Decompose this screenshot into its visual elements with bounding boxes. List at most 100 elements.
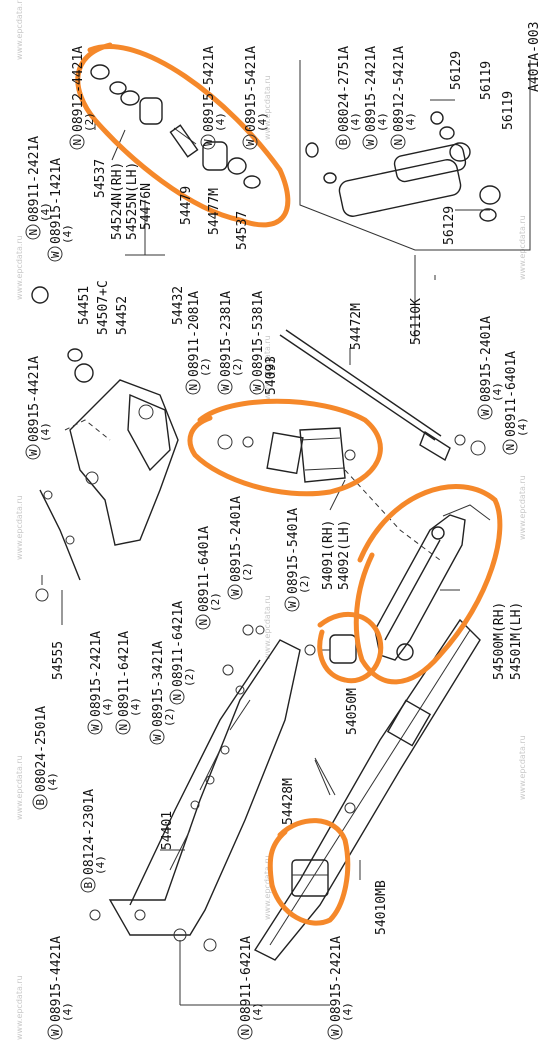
callout-qty: (4) xyxy=(129,697,142,717)
callout-marker: W xyxy=(89,724,102,731)
callout: B 08124-2301A (4) xyxy=(80,789,107,893)
callout: N 08911-6401A (2) xyxy=(195,526,222,630)
callout-code: 08912-4421A xyxy=(71,46,86,132)
watermark: www.epcdata.ru xyxy=(15,755,24,820)
highlight-loops xyxy=(75,42,503,926)
callout-code: 08024-2501A xyxy=(34,706,49,792)
callout-qty: (4) xyxy=(341,1002,354,1022)
callout-marker: W xyxy=(251,384,264,391)
callout: W 08915-3421A (2) xyxy=(149,641,176,745)
highlight-trailing-arm xyxy=(353,484,503,685)
part-number-labels: 54537 54524N(RH) 54525N(LH) 54476N 54479… xyxy=(51,51,524,935)
watermark: www.epcdata.ru xyxy=(263,595,272,660)
callout-qty: (4) xyxy=(516,417,529,437)
callout-qty: (4) xyxy=(61,224,74,244)
bushing-54050m xyxy=(304,634,357,664)
callout-code: 08911-6421A xyxy=(117,631,132,717)
callout-marker: N xyxy=(171,694,184,701)
callout: W 08915-5421A (4) xyxy=(242,46,269,150)
part-label: 56129 xyxy=(449,51,464,90)
callout-code: 08915-2401A xyxy=(479,316,494,402)
callout-code: 08915-5421A xyxy=(244,46,259,132)
callout: W 08915-5381A (2) xyxy=(249,291,276,395)
part-label: 54451 xyxy=(77,286,92,325)
page-code: A401A-003 xyxy=(527,22,542,92)
leader-lines xyxy=(61,99,490,1006)
watermark: www.epcdata.ru xyxy=(15,975,24,1040)
callout-marker: W xyxy=(49,1029,62,1036)
callout-marker: N xyxy=(197,619,210,626)
part-label: 54537 xyxy=(235,211,250,250)
callout-code: 08915-3421A xyxy=(151,641,166,727)
callout-marker: W xyxy=(329,1029,342,1036)
callout: N 08911-6421A (4) xyxy=(115,631,142,735)
callout: W 08915-2421A (4) xyxy=(87,631,114,735)
callout: W 08915-2401A (2) xyxy=(227,496,254,600)
callout-qty: (2) xyxy=(209,592,222,612)
callout-qty: (2) xyxy=(183,667,196,687)
callout-marker: W xyxy=(364,139,377,146)
watermark: www.epcdata.ru xyxy=(15,0,24,60)
callout-qty: (4) xyxy=(349,112,362,132)
callout-code: 08915-2381A xyxy=(219,291,234,377)
callout-code: 08915-2401A xyxy=(229,496,244,582)
part-label: 54010MB xyxy=(374,880,389,935)
callout: N 08912-4421A (2) xyxy=(69,46,96,150)
watermark: www.epcdata.ru xyxy=(263,75,272,140)
callout-marker: W xyxy=(219,384,232,391)
fasteners xyxy=(35,575,331,952)
highlight-rail-block xyxy=(267,818,351,926)
callout-code: 08915-4421A xyxy=(27,356,42,442)
part-label: 56129 xyxy=(442,206,457,245)
callout: B 08024-2751A (4) xyxy=(335,46,362,150)
callout-marker: B xyxy=(337,139,350,146)
callout: W 08915-2421A (4) xyxy=(362,46,389,150)
shock-absorber-group xyxy=(299,60,531,251)
part-label: 56110K xyxy=(409,298,424,345)
frame-rail-54010mb xyxy=(253,618,481,961)
part-label: 54525N(LH) xyxy=(125,162,140,240)
highlight-mount-block xyxy=(187,398,383,497)
callout-qty: (4) xyxy=(61,1002,74,1022)
callout-qty: (4) xyxy=(404,112,417,132)
callout: N 08911-6421A (4) xyxy=(237,936,264,1040)
callout-marker: N xyxy=(27,229,40,236)
callout: W 08915-4421A (4) xyxy=(25,356,52,460)
callout-marker: N xyxy=(117,724,130,731)
callout: B 08024-2501A (4) xyxy=(32,706,59,810)
part-label: 54477M xyxy=(207,188,222,235)
callout-code: 08911-6401A xyxy=(504,351,519,437)
callout: W 08915-2421A (4) xyxy=(327,936,354,1040)
trailing-arm xyxy=(344,469,491,661)
watermark: www.epcdata.ru xyxy=(15,235,24,300)
callout-qty: (2) xyxy=(298,574,311,594)
part-label: 54537 xyxy=(93,159,108,198)
callout-qty: (2) xyxy=(241,562,254,582)
part-label: 54501M(LH) xyxy=(509,602,524,680)
callout: W 08915-2381A (2) xyxy=(217,291,244,395)
watermark: www.epcdata.ru xyxy=(518,215,527,280)
callout-marker: N xyxy=(187,384,200,391)
callout-qty: (4) xyxy=(101,697,114,717)
callout-marker: N xyxy=(71,139,84,146)
callout-marker: W xyxy=(27,449,40,456)
callout-marker: B xyxy=(82,882,95,889)
callout-code: 08024-2751A xyxy=(337,46,352,132)
watermark: www.epcdata.ru xyxy=(263,855,272,920)
watermark: www.epcdata.ru xyxy=(263,335,272,400)
part-label: 54452 xyxy=(115,296,130,335)
part-label: 54050M xyxy=(345,688,360,735)
callout-qty: (4) xyxy=(39,202,52,222)
part-label: 56119 xyxy=(479,61,494,100)
callout-qty: (4) xyxy=(491,382,504,402)
rail-mount-block xyxy=(291,859,329,897)
callout-qty: (4) xyxy=(256,112,269,132)
callout-qty: (4) xyxy=(94,855,107,875)
callout-code: 08915-1421A xyxy=(49,158,64,244)
callout: N 08911-2421A (4) xyxy=(25,136,52,240)
part-label: 54428M xyxy=(281,778,296,825)
callout: W 08915-5421A (4) xyxy=(200,46,227,150)
callout-marker: N xyxy=(504,444,517,451)
part-label: 54524N(RH) xyxy=(110,162,125,240)
